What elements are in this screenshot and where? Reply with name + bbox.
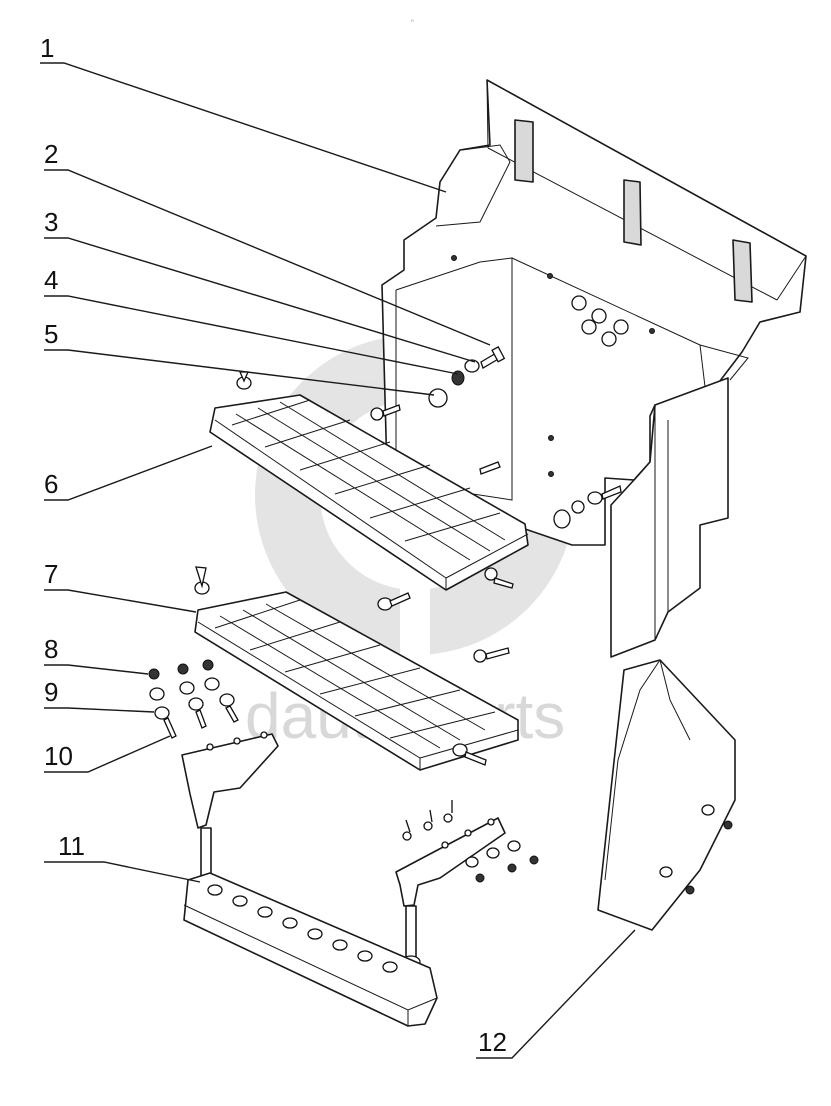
part-7-lower-step-tread bbox=[194, 591, 519, 771]
part-12-mudguard bbox=[597, 659, 736, 931]
callout-10: 10 bbox=[44, 741, 73, 771]
step-bolts bbox=[194, 566, 514, 766]
part-5-spacer bbox=[428, 388, 448, 408]
callout-numbers: 1 2 3 4 5 6 7 8 9 10 11 12 bbox=[40, 33, 507, 1057]
callout-1: 1 bbox=[40, 33, 54, 63]
part-11-lower-step-assembly bbox=[181, 731, 539, 1027]
tiny-caption: R bbox=[411, 18, 417, 23]
part-8-9-10-fastener-cluster bbox=[148, 659, 239, 739]
callout-3: 3 bbox=[44, 207, 58, 237]
callout-9: 9 bbox=[44, 677, 58, 707]
callout-12: 12 bbox=[478, 1027, 507, 1057]
callout-leaders bbox=[40, 62, 636, 1059]
part-1-main-bracket bbox=[381, 79, 807, 658]
callout-6: 6 bbox=[44, 469, 58, 499]
callout-2: 2 bbox=[44, 139, 58, 169]
part-6-upper-step-tread bbox=[209, 394, 529, 591]
callout-11: 11 bbox=[58, 831, 85, 861]
side-bolts bbox=[236, 371, 622, 529]
callout-4: 4 bbox=[44, 265, 58, 295]
part-4-nut bbox=[451, 370, 465, 386]
callout-5: 5 bbox=[44, 319, 58, 349]
part-2-bolt bbox=[480, 346, 506, 369]
callout-7: 7 bbox=[44, 559, 58, 589]
callout-8: 8 bbox=[44, 634, 58, 664]
part-3-washer bbox=[464, 359, 480, 373]
